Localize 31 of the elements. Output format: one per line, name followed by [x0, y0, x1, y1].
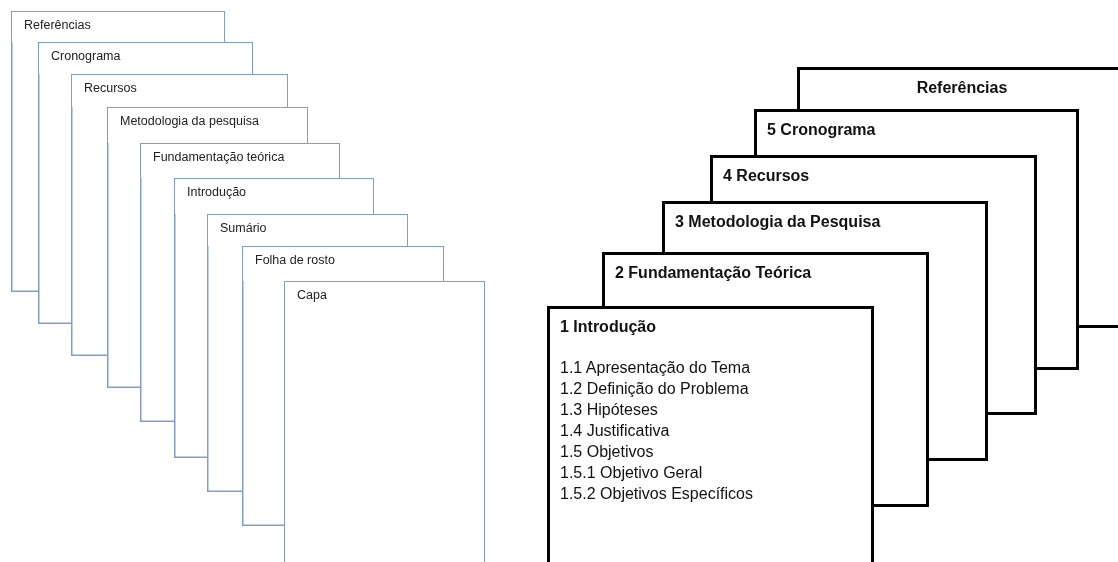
- section-item: 1.3 Hipóteses: [560, 401, 658, 418]
- page-heading: 1 Introdução: [560, 318, 656, 336]
- section-item: 1.5.1 Objetivo Geral: [560, 464, 703, 481]
- page-heading: Introdução: [187, 185, 247, 199]
- page-heading: 2 Fundamentação Teórica: [615, 264, 812, 282]
- section-item: 1.2 Definição do Problema: [560, 380, 749, 397]
- page-tab: [140, 143, 340, 178]
- page-heading: 3 Metodologia da Pesquisa: [675, 213, 881, 231]
- page-heading: Recursos: [84, 81, 137, 95]
- page-tab: [242, 246, 444, 281]
- page-tab: [207, 214, 408, 246]
- page-heading: 4 Recursos: [723, 167, 810, 185]
- page-tab: [107, 107, 308, 143]
- page-heading: Capa: [297, 288, 327, 302]
- section-item: 1.1 Apresentação do Tema: [560, 359, 751, 376]
- page-heading: Metodologia da pesquisa: [120, 114, 259, 128]
- page-tab: [11, 11, 225, 42]
- page-heading: Fundamentação teórica: [153, 150, 285, 164]
- page-tab: [174, 178, 374, 214]
- page-heading: Referências: [916, 79, 1008, 97]
- section-item: 1.4 Justificativa: [560, 422, 670, 439]
- page-heading: Sumário: [220, 221, 267, 235]
- page-tab: [38, 42, 253, 74]
- section-item: 1.5.2 Objetivos Específicos: [560, 485, 753, 502]
- page-heading: Cronograma: [51, 49, 121, 63]
- page-tab: [71, 74, 288, 107]
- page-heading: Folha de rosto: [255, 253, 335, 267]
- section-item: 1.5 Objetivos: [560, 443, 654, 460]
- page-tab: [284, 281, 485, 562]
- page-heading: Referências: [24, 18, 91, 32]
- page-heading: 5 Cronograma: [767, 121, 876, 139]
